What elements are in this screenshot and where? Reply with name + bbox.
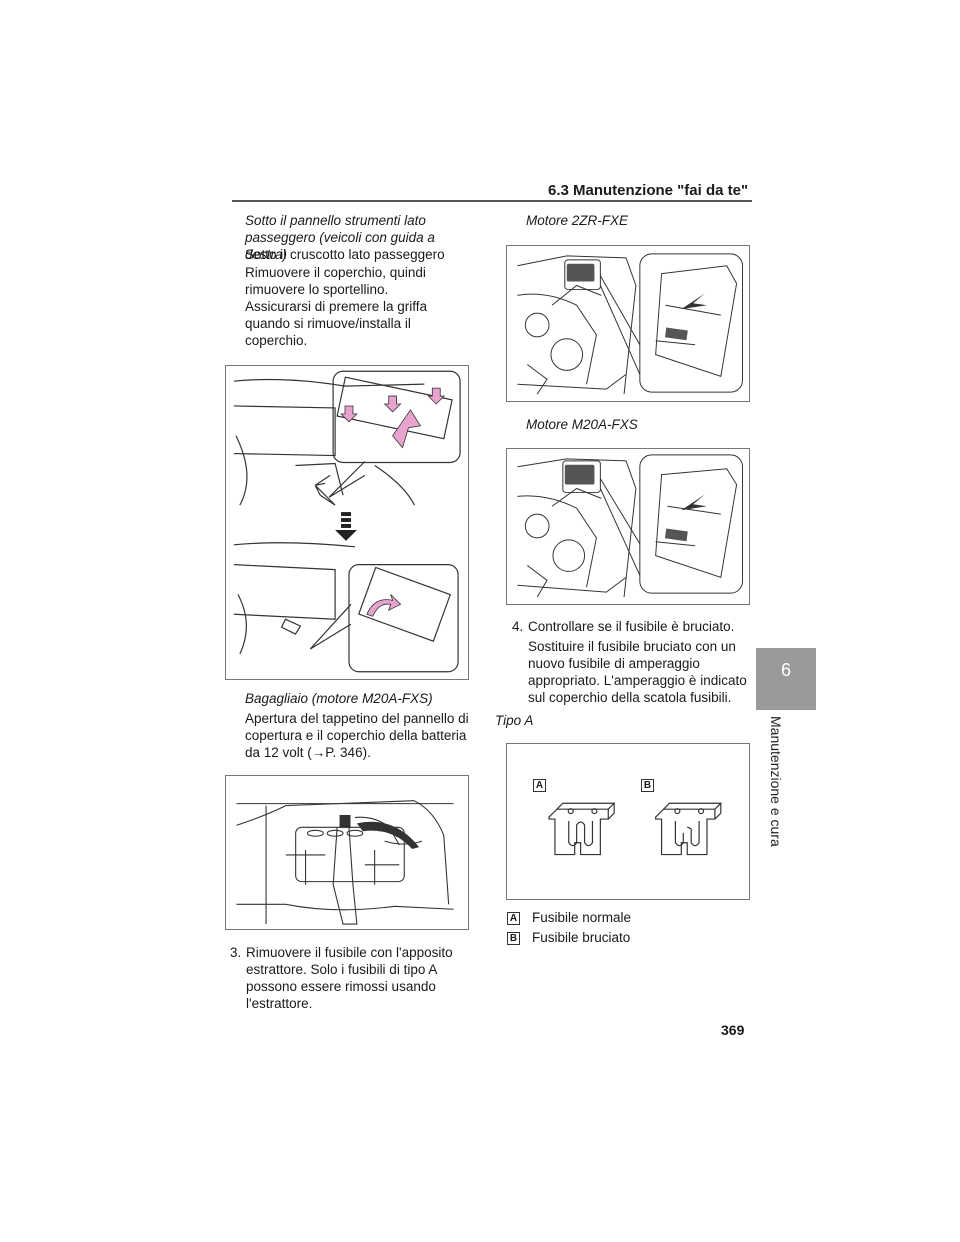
caption-trunk: Bagagliaio (motore M20A-FXS) <box>245 691 433 706</box>
legend-item-a: A Fusibile normale <box>507 910 631 925</box>
legend-key-b: B <box>507 931 520 945</box>
text-location: Sotto il cruscotto lato passeggero <box>245 247 445 262</box>
text-trunk-access: Apertura del tappetino del pannello di c… <box>245 711 469 760</box>
step-4-text: Controllare se il fusibile è bruciato. <box>528 619 735 634</box>
step-4-detail: Sostituire il fusibile bruciato con un n… <box>528 639 747 705</box>
section-header: 6.3 Manutenzione "fai da te" <box>548 182 749 199</box>
caption-dashboard: Sotto il pannello strumenti lato passegg… <box>245 213 435 262</box>
fig-label-a: A <box>533 779 546 792</box>
engine-2zr-figure <box>506 245 750 402</box>
caption-engine-2zr: Motore 2ZR-FXE <box>526 213 629 228</box>
fuse-figure: A B <box>506 743 750 900</box>
text-claw-note: Assicurarsi di premere la griffa quando … <box>245 299 428 348</box>
engine-m20a-figure <box>506 448 750 605</box>
legend-text-b: Fusibile bruciato <box>532 930 631 945</box>
trunk-battery-illustration <box>236 800 454 925</box>
trunk-battery-figure <box>225 775 469 930</box>
chapter-tab <box>756 648 816 710</box>
step-3-number: 3. <box>230 945 242 960</box>
type-label: Tipo A <box>495 713 534 728</box>
engine-m20a-illustration <box>517 454 744 598</box>
page-number: 369 <box>721 1022 745 1038</box>
text-remove-cover: Rimuovere il coperchio, quindi rimuovere… <box>245 265 426 297</box>
engine-2zr-illustration <box>517 253 744 395</box>
legend-text-a: Fusibile normale <box>532 910 632 925</box>
caption-engine-m20a: Motore M20A-FXS <box>526 417 638 432</box>
chapter-label: Manutenzione e cura <box>768 716 784 847</box>
header-rule <box>232 200 752 202</box>
dashboard-cover-illustration <box>233 370 461 673</box>
legend-key-a: A <box>507 911 520 925</box>
dashboard-cover-figure <box>225 365 469 680</box>
step-4-number: 4. <box>512 619 524 634</box>
legend-item-b: B Fusibile bruciato <box>507 930 630 945</box>
chapter-number: 6 <box>780 660 791 680</box>
fig-label-b: B <box>641 779 654 792</box>
step-3-text: Rimuovere il fusibile con l'apposito est… <box>246 945 453 1011</box>
fuse-illustration <box>548 802 723 856</box>
